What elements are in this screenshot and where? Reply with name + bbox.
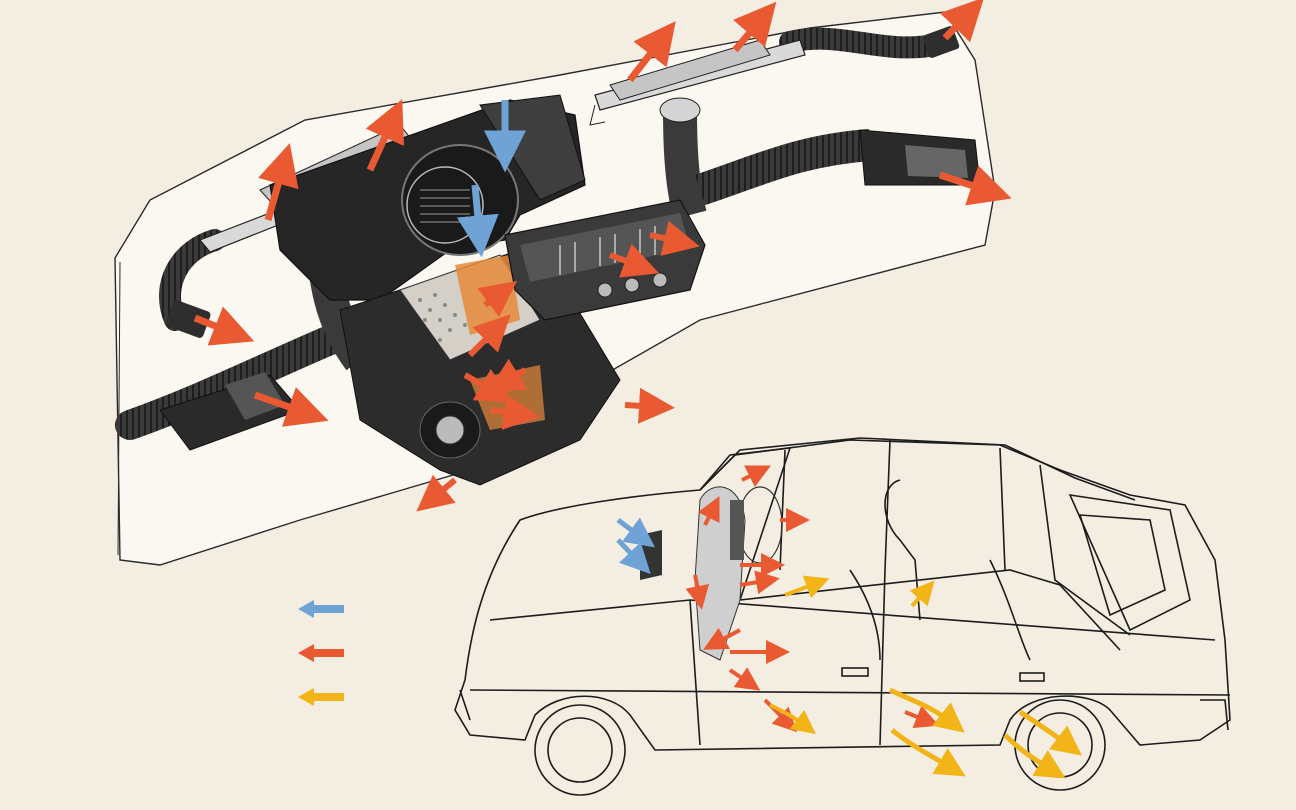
warm-air-arrow bbox=[489, 394, 540, 430]
heated-air-arrow bbox=[1003, 733, 1066, 779]
heated-air-arrow bbox=[909, 580, 935, 608]
center-vent-console bbox=[504, 199, 706, 321]
warm-air-arrow bbox=[732, 1, 777, 53]
arrow-left-blue-icon bbox=[298, 600, 344, 618]
dashboard-arrows bbox=[193, 0, 1012, 512]
warm-air-arrow bbox=[741, 465, 771, 487]
right-defroster-bar bbox=[589, 39, 806, 126]
arrow-left-yellow-icon bbox=[298, 688, 344, 706]
heated-air-arrow bbox=[890, 728, 966, 777]
warm-air-arrow bbox=[763, 698, 798, 733]
warm-air-arrow bbox=[416, 474, 457, 512]
warm-air-arrow bbox=[365, 99, 404, 172]
warm-air-arrow bbox=[467, 314, 511, 358]
warm-air-arrow bbox=[739, 570, 780, 595]
warm-air-arrow bbox=[703, 627, 741, 650]
warm-air-arrow bbox=[904, 705, 940, 728]
warm-air-arrow bbox=[624, 387, 675, 424]
heated-air-arrow bbox=[769, 703, 816, 735]
warm-air-arrow bbox=[728, 667, 761, 691]
warm-air-arrow bbox=[487, 358, 528, 393]
warm-air-arrow bbox=[608, 243, 660, 278]
warm-air-arrow bbox=[477, 281, 517, 317]
warm-air-arrow bbox=[939, 0, 985, 43]
warm-air-arrow bbox=[685, 574, 710, 610]
heated-air-arrow bbox=[1018, 709, 1082, 756]
warm-air-arrow bbox=[938, 165, 1012, 206]
right-vertical-duct bbox=[659, 97, 707, 220]
warm-air-arrow bbox=[258, 143, 299, 221]
legend bbox=[298, 600, 344, 706]
warm-air-arrow bbox=[253, 387, 329, 427]
car-arrows bbox=[616, 465, 1082, 779]
fresh-air-arrow bbox=[456, 184, 499, 258]
warm-air-arrow bbox=[649, 220, 700, 256]
warm-air-arrow bbox=[698, 496, 720, 526]
heated-air-arrow bbox=[784, 575, 830, 599]
warm-air-arrow bbox=[627, 21, 676, 83]
fresh-air-arrow bbox=[616, 517, 656, 548]
heated-air-arrow bbox=[888, 687, 965, 733]
fresh-air-arrow bbox=[616, 538, 651, 575]
warm-air-arrow bbox=[193, 306, 255, 346]
arrow-left-red-icon bbox=[298, 644, 344, 662]
car-illustration bbox=[454, 437, 1231, 796]
